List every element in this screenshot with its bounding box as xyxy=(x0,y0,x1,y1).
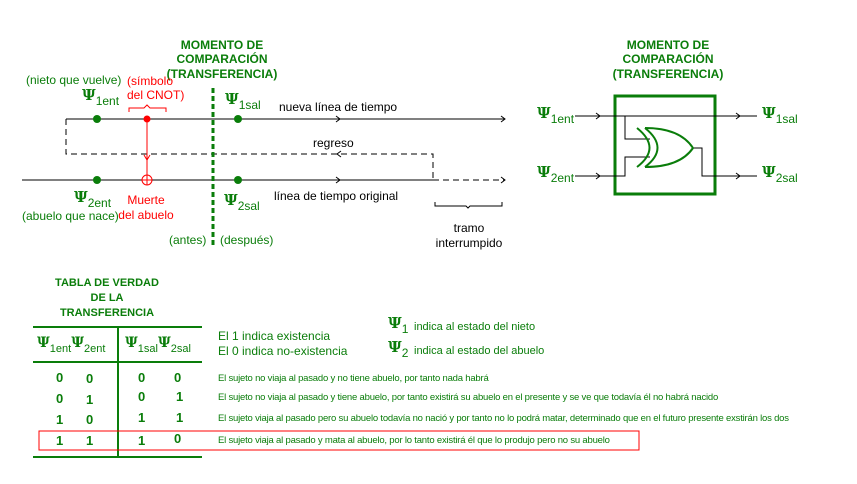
psi-symbol: Ψ xyxy=(74,188,88,206)
cell: 0 xyxy=(56,370,64,385)
cell: 0 xyxy=(138,370,146,385)
psi-subscript: 2sal xyxy=(237,199,260,213)
truth-table-lines xyxy=(33,326,202,458)
psi-symbol: Ψ xyxy=(82,86,96,104)
new-timeline-label: nueva línea de tiempo xyxy=(279,100,398,114)
cnot-label-1: (símbolo xyxy=(127,74,174,88)
psi1ent-label: Ψ1ent xyxy=(82,86,120,109)
arrow-icon xyxy=(335,176,506,184)
psi-symbol: Ψ xyxy=(762,163,776,181)
nieto-label: (nieto que vuelve) xyxy=(26,73,122,87)
legend-psi1-text: indica al estado del nieto xyxy=(414,321,536,333)
row-description: El sujeto no viaja al pasado y no tiene … xyxy=(218,373,489,384)
right-title-3: (TRANSFERENCIA) xyxy=(612,67,724,81)
psi-symbol: Ψ xyxy=(537,163,551,181)
psi-symbol: Ψ xyxy=(762,104,776,122)
cnot-label-2: del CNOT) xyxy=(127,88,185,102)
interrupted-bracket xyxy=(434,202,503,209)
legend-non-existence: El 0 indica no-existencia xyxy=(218,344,348,358)
psi-subscript: 2ent xyxy=(87,196,112,210)
gate-psi2sal-label: Ψ2sal xyxy=(762,163,798,186)
cell: 0 xyxy=(56,391,64,406)
psi-symbol: Ψ xyxy=(225,90,239,108)
death-label-1: Muerte xyxy=(127,193,165,207)
gate-diagram xyxy=(575,94,757,196)
cell: 1 xyxy=(138,410,146,425)
cell: 0 xyxy=(86,371,94,386)
right-title-2: COMPARACIÓN xyxy=(622,52,714,66)
row-description: El sujeto no viaja al pasado y tiene abu… xyxy=(218,392,719,403)
psi2ent-label: Ψ2ent xyxy=(74,188,112,211)
arrow-icon xyxy=(336,150,342,158)
death-label-2: del abuelo xyxy=(118,208,174,222)
arrow-icon xyxy=(335,115,506,123)
psi-symbol: Ψ xyxy=(224,191,238,209)
cell: 1 xyxy=(138,433,146,448)
cell: 0 xyxy=(138,389,146,404)
highlighted-row-box xyxy=(38,430,640,451)
table-header-inputs: Ψ1entΨ2ent xyxy=(37,335,106,355)
arrow-icon xyxy=(595,112,741,180)
interrupted-label-1: tramo xyxy=(453,221,485,235)
legend-psi1: Ψ1 xyxy=(388,314,409,337)
left-title-2: COMPARACIÓN xyxy=(176,52,268,66)
interrupted-label-2: interrumpido xyxy=(435,236,503,250)
gate-psi2ent-label: Ψ2ent xyxy=(537,163,575,186)
legend-existence: El 1 indica existencia xyxy=(218,329,331,343)
psi-subscript: 1sal xyxy=(775,112,798,126)
table-title-1: TABLA DE VERDAD xyxy=(55,277,159,289)
cnot-target-icon xyxy=(141,174,153,186)
psi2ent-dot xyxy=(93,176,101,184)
before-label: (antes) xyxy=(169,233,207,247)
original-timeline-label: línea de tiempo original xyxy=(274,189,399,203)
psi1sal-label: Ψ1sal xyxy=(225,90,261,113)
cell: 1 xyxy=(86,392,94,407)
return-label: regreso xyxy=(313,136,354,150)
timeline-diagram xyxy=(22,88,506,245)
gate-psi1sal-label: Ψ1sal xyxy=(762,104,798,127)
legend-psi2-text: indica al estado del abuelo xyxy=(414,345,545,357)
left-title-3: (TRANSFERENCIA) xyxy=(166,67,278,81)
psi2sal-dot xyxy=(234,176,242,184)
psi-subscript: 2sal xyxy=(775,171,798,185)
transfer-box xyxy=(613,94,717,196)
legend-psi2: Ψ2 xyxy=(388,338,409,361)
table-title-3: TRANSFERENCIA xyxy=(59,307,155,319)
xor-gate-icon xyxy=(636,127,695,168)
cell: 1 xyxy=(56,433,64,448)
cell: 1 xyxy=(176,389,184,404)
psi1ent-dot xyxy=(93,115,101,123)
cnot-bracket xyxy=(128,104,167,112)
right-title-1: MOMENTO DE xyxy=(626,38,710,52)
psi-subscript: 1sal xyxy=(238,98,261,112)
cell: 1 xyxy=(56,412,64,427)
psi-subscript: 1ent xyxy=(550,112,575,126)
cell: 0 xyxy=(174,370,182,385)
return-dashed-path xyxy=(65,119,434,180)
psi2sal-label: Ψ2sal xyxy=(224,191,260,214)
psi-subscript: 2ent xyxy=(550,171,575,185)
table-title-2: DE LA xyxy=(90,292,124,304)
cell: 1 xyxy=(86,433,94,448)
row-description: El sujeto viaja al pasado pero su abuelo… xyxy=(218,413,789,424)
psi-subscript: 1ent xyxy=(95,94,120,108)
left-title-1: MOMENTO DE xyxy=(180,38,264,52)
after-label: (después) xyxy=(220,233,274,247)
table-header-outputs: Ψ1salΨ2sal xyxy=(125,335,191,355)
cell: 1 xyxy=(176,410,184,425)
psi-symbol: Ψ xyxy=(537,104,551,122)
row-description: El sujeto viaja al pasado y mata al abue… xyxy=(218,435,610,446)
arrow-icon xyxy=(143,154,151,161)
psi1sal-dot xyxy=(234,115,242,123)
abuelo-label: (abuelo que nace) xyxy=(22,209,119,223)
cell: 0 xyxy=(174,431,182,446)
gate-psi1ent-label: Ψ1ent xyxy=(537,104,575,127)
cell: 0 xyxy=(86,412,94,427)
